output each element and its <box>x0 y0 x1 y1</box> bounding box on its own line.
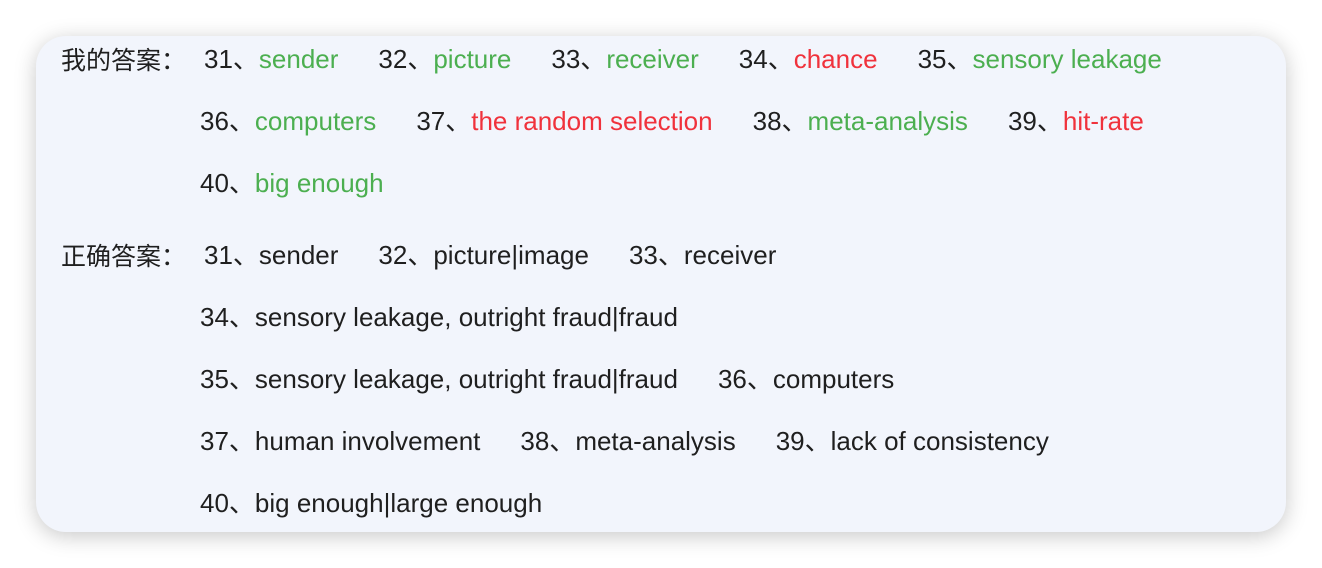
question-number: 34、 <box>200 302 255 332</box>
answer-text: chance <box>793 44 878 74</box>
answer-text: sender <box>258 240 339 270</box>
correct_answers-row: 34、sensory leakage, outright fraud|fraud <box>200 297 718 337</box>
correct-answers-label: 正确答案： <box>61 242 187 271</box>
question-number: 36、 <box>717 364 773 394</box>
question-number: 37、 <box>416 106 472 136</box>
correct_answers-item: 36、computers <box>718 359 894 399</box>
correct_answers-item: 35、sensory leakage, outright fraud|fraud <box>200 359 678 399</box>
question-number: 34、 <box>738 44 794 74</box>
my_answers-item: 33、receiver <box>551 39 698 79</box>
answer-text: computers <box>254 106 377 136</box>
answer-text: sender <box>258 44 339 74</box>
correct_answers-row: 40、big enough|large enough <box>200 483 582 523</box>
correct_answers-item: 31、sender <box>204 235 338 275</box>
question-number: 38、 <box>752 106 808 136</box>
my_answers-item: 35、sensory leakage <box>918 39 1162 79</box>
correct_answers-item: 37、human involvement <box>200 421 480 461</box>
question-number: 33、 <box>628 240 684 270</box>
question-number: 40、 <box>200 168 255 198</box>
answer-text: sensory leakage, outright fraud|fraud <box>254 364 678 394</box>
answer-text: receiver <box>606 44 699 74</box>
question-number: 39、 <box>1007 106 1063 136</box>
question-number: 35、 <box>917 44 973 74</box>
my_answers-item: 37、the random selection <box>416 101 712 141</box>
question-number: 31、 <box>204 44 259 74</box>
my_answers-row: 40、big enough <box>200 163 424 203</box>
answer-text: meta-analysis <box>807 106 968 136</box>
correct_answers-row: 37、human involvement 38、meta-analysis 39、l… <box>200 421 1089 461</box>
answer-text: big enough|large enough <box>254 488 543 518</box>
question-number: 39、 <box>775 426 831 456</box>
answer-text: lack of consistency <box>830 426 1049 456</box>
answer-text: sensory leakage <box>972 44 1162 74</box>
question-number: 32、 <box>378 44 434 74</box>
answer-text: human involvement <box>254 426 481 456</box>
my_answers-item: 38、meta-analysis <box>753 101 968 141</box>
my_answers-item: 36、computers <box>200 101 376 141</box>
answer-text: picture|image <box>433 240 589 270</box>
question-number: 35、 <box>200 364 255 394</box>
correct_answers-item: 40、big enough|large enough <box>200 483 542 523</box>
answer-text: the random selection <box>471 106 713 136</box>
question-number: 31、 <box>204 240 259 270</box>
correct_answers-item: 38、meta-analysis <box>520 421 735 461</box>
correct_answers-item: 39、lack of consistency <box>776 421 1049 461</box>
correct_answers-item: 34、sensory leakage, outright fraud|fraud <box>200 297 678 337</box>
answer-text: sensory leakage, outright fraud|fraud <box>254 302 678 332</box>
question-number: 36、 <box>200 106 255 136</box>
my_answers-item: 40、big enough <box>200 163 384 203</box>
my_answers-item: 32、picture <box>378 39 511 79</box>
my_answers-item: 34、chance <box>739 39 878 79</box>
answer-text: computers <box>772 364 895 394</box>
correct_answers-row: 31、sender 32、picture|image 33、receiver <box>204 235 816 275</box>
answer-text: hit-rate <box>1062 106 1144 136</box>
correct_answers-row: 35、sensory leakage, outright fraud|fraud… <box>200 359 934 399</box>
question-number: 40、 <box>200 488 255 518</box>
my-answers-label: 我的答案： <box>61 46 187 75</box>
correct_answers-item: 33、receiver <box>629 235 776 275</box>
answer-text: picture <box>433 44 512 74</box>
question-number: 32、 <box>378 240 434 270</box>
my_answers-item: 39、hit-rate <box>1008 101 1144 141</box>
correct_answers-item: 32、picture|image <box>378 235 589 275</box>
question-number: 33、 <box>551 44 607 74</box>
answer-text: receiver <box>683 240 777 270</box>
question-number: 38、 <box>520 426 576 456</box>
question-number: 37、 <box>200 426 255 456</box>
my_answers-item: 31、sender <box>204 39 338 79</box>
answer-text: meta-analysis <box>575 426 736 456</box>
my_answers-row: 36、computers 37、the random selection 38、me… <box>200 101 1184 141</box>
answer-text: big enough <box>254 168 384 198</box>
